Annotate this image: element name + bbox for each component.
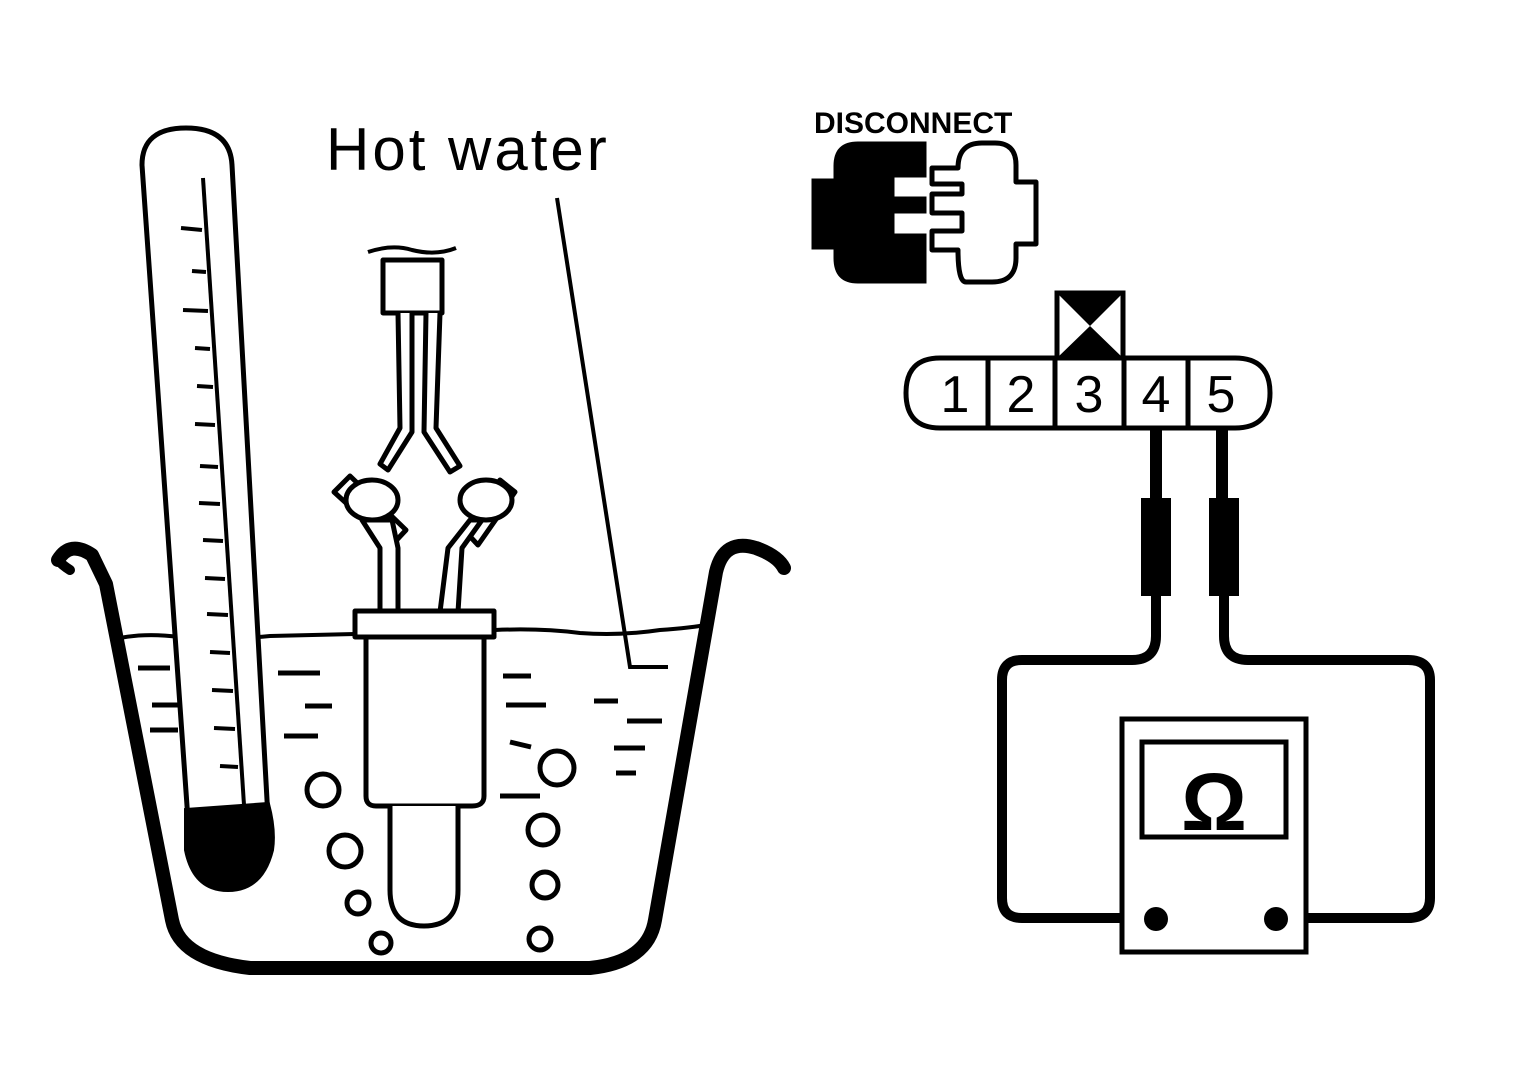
- ohmmeter-icon: [1119, 716, 1309, 955]
- meter-terminal-left: [1144, 907, 1168, 931]
- pin-3-label: 3: [1075, 366, 1104, 424]
- blocked-pin-marker: [1054, 290, 1126, 361]
- connector-block: 1 2 3 4 5: [903, 290, 1273, 431]
- pin-2-label: 2: [1007, 366, 1036, 424]
- hot-water-container: [51, 538, 791, 975]
- hot-water-label: Hot water: [326, 116, 610, 183]
- probe-leads: [997, 428, 1435, 923]
- bubbles: [304, 748, 577, 956]
- temperature-sensor-icon: [331, 245, 518, 929]
- pin-4-label: 4: [1142, 366, 1171, 424]
- connector-disconnect-icon: [811, 140, 1039, 285]
- disconnect-label: DISCONNECT: [814, 107, 1012, 140]
- ohm-symbol: Ω: [1181, 757, 1247, 848]
- pin-5-label: 5: [1207, 366, 1236, 424]
- hot-water-leader-line: [555, 197, 668, 669]
- pin-1-label: 1: [941, 366, 970, 424]
- meter-terminal-right: [1264, 907, 1288, 931]
- water-dashes: [138, 665, 662, 799]
- thermometer-icon: [139, 125, 275, 893]
